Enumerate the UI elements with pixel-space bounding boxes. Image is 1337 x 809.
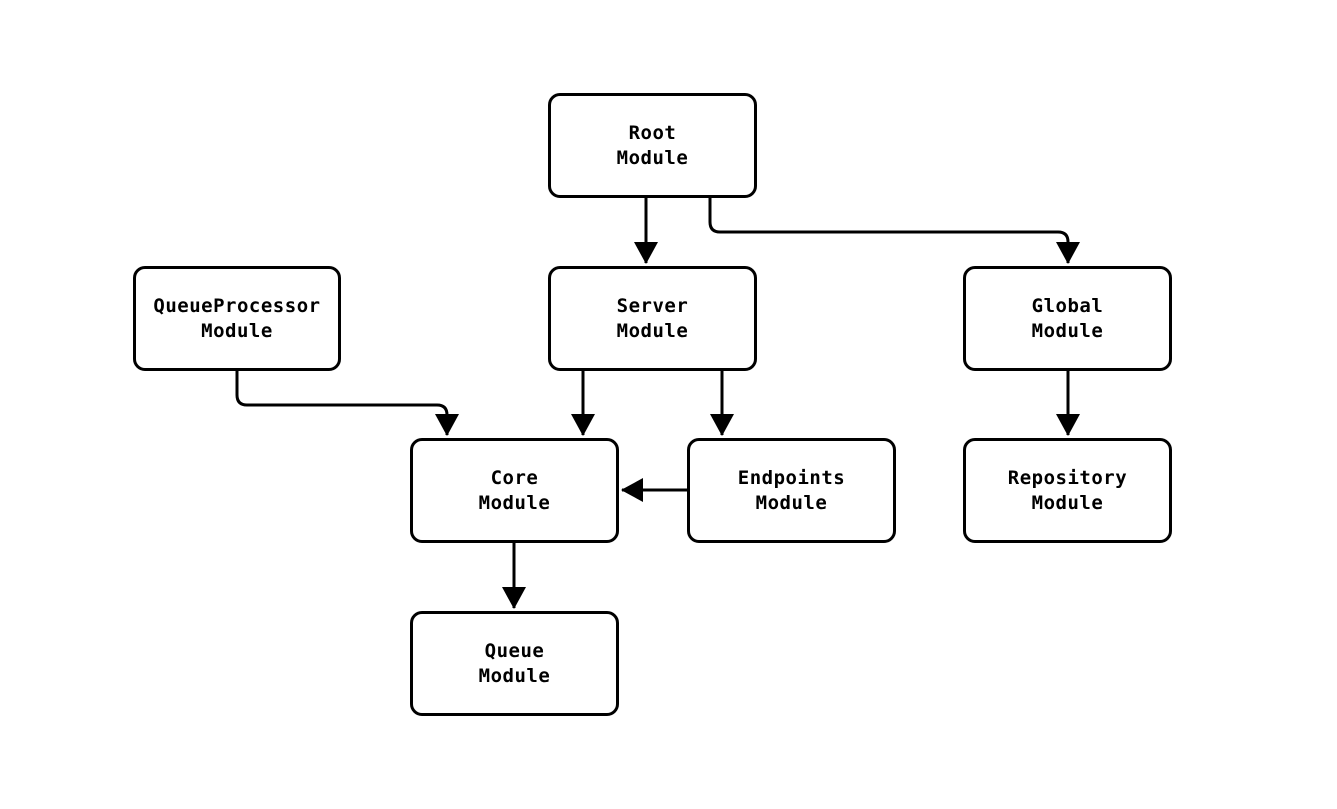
node-label: Global Module [1031,294,1104,342]
node-label: Repository Module [1007,466,1128,514]
node-label: Core Module [478,466,551,514]
node-label: Queue Module [478,639,551,687]
node-global-module: Global Module [963,266,1172,371]
node-repository-module: Repository Module [963,438,1172,543]
node-core-module: Core Module [410,438,619,543]
node-label: Endpoints Module [737,466,846,514]
node-queue-module: Queue Module [410,611,619,716]
node-label: Root Module [616,121,689,169]
edge-queueprocessor-to-core [235,371,459,436]
node-endpoints-module: Endpoints Module [687,438,896,543]
node-label: Server Module [616,294,689,342]
node-server-module: Server Module [548,266,757,371]
edge-root-to-global [708,198,1080,264]
node-root-module: Root Module [548,93,757,198]
node-label: QueueProcessor Module [153,294,321,342]
edges-group [235,198,1080,609]
node-queueprocessor-module: QueueProcessor Module [133,266,341,371]
